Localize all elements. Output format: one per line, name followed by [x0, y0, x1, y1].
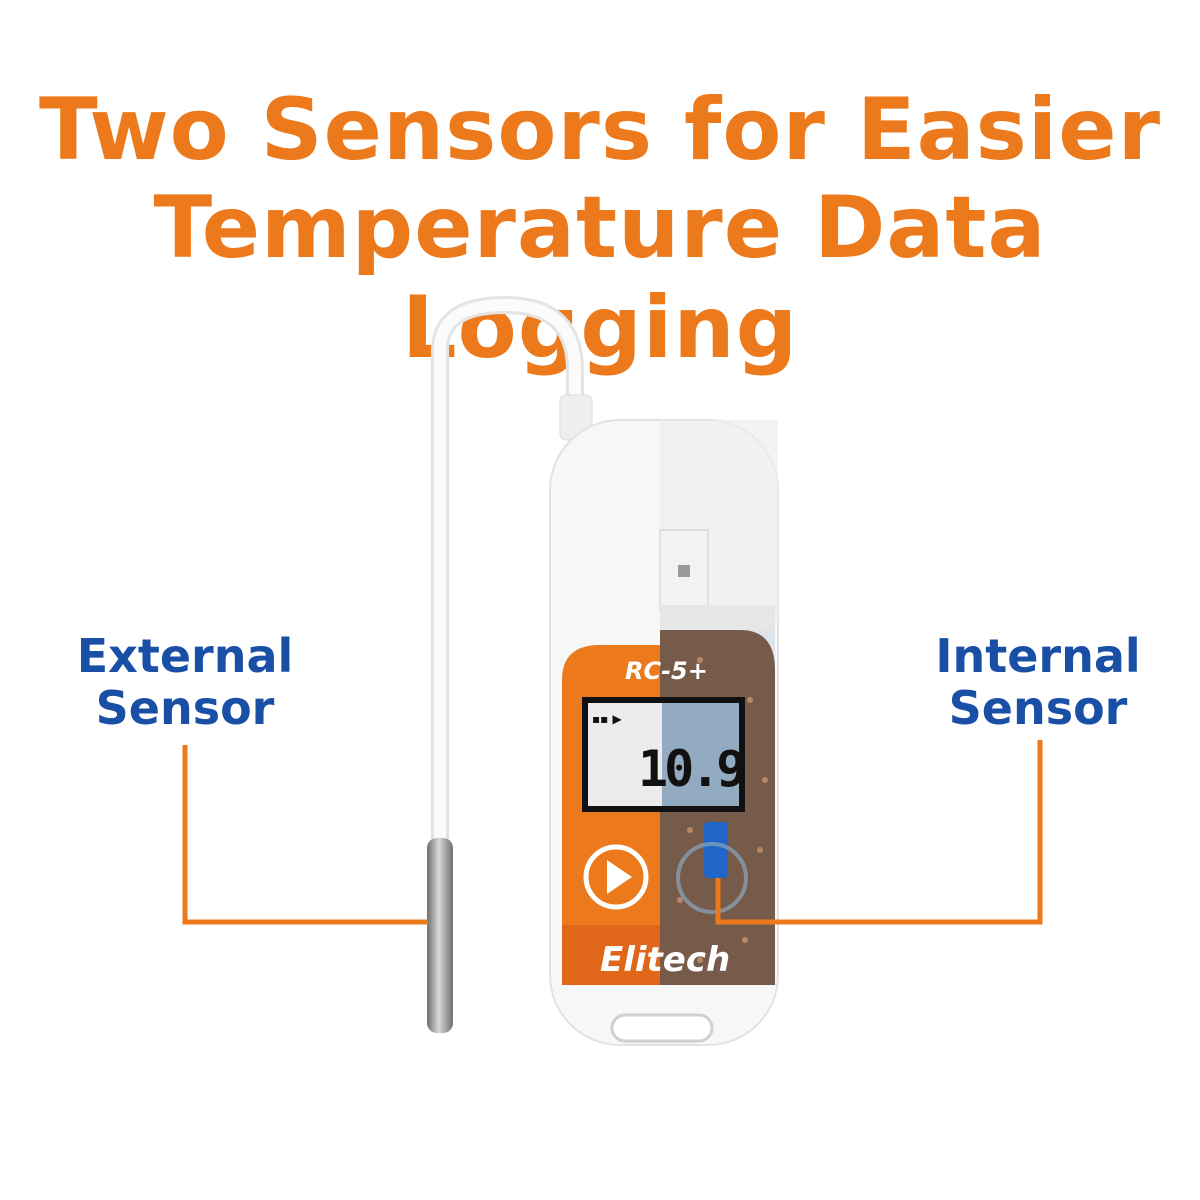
play-icon [607, 860, 632, 894]
internal-label-line-2: Sensor [948, 681, 1128, 735]
internal-label-line-1: Internal [935, 629, 1141, 683]
headline-line-1: Two Sensors for Easier [38, 80, 1162, 180]
hang-hole [610, 1013, 714, 1043]
internal-leader-line [715, 740, 1043, 925]
internal-sensor-chip [704, 822, 728, 878]
brand-logo: Elitech [600, 940, 731, 980]
external-sensor-label: External Sensor [35, 630, 335, 734]
external-label-line-1: External [76, 629, 294, 683]
play-button [583, 844, 649, 910]
external-label-line-2: Sensor [95, 681, 275, 735]
model-label: RC-5+ [625, 657, 708, 685]
internal-sensor-label: Internal Sensor [888, 630, 1188, 734]
headline-line-2: Temperature Data Logging [153, 178, 1047, 378]
steel-probe [427, 838, 453, 1033]
display-value: 10.9 [638, 740, 746, 798]
external-leader-line [182, 745, 428, 925]
svg-text:▪▪ ▶: ▪▪ ▶ [592, 712, 622, 726]
